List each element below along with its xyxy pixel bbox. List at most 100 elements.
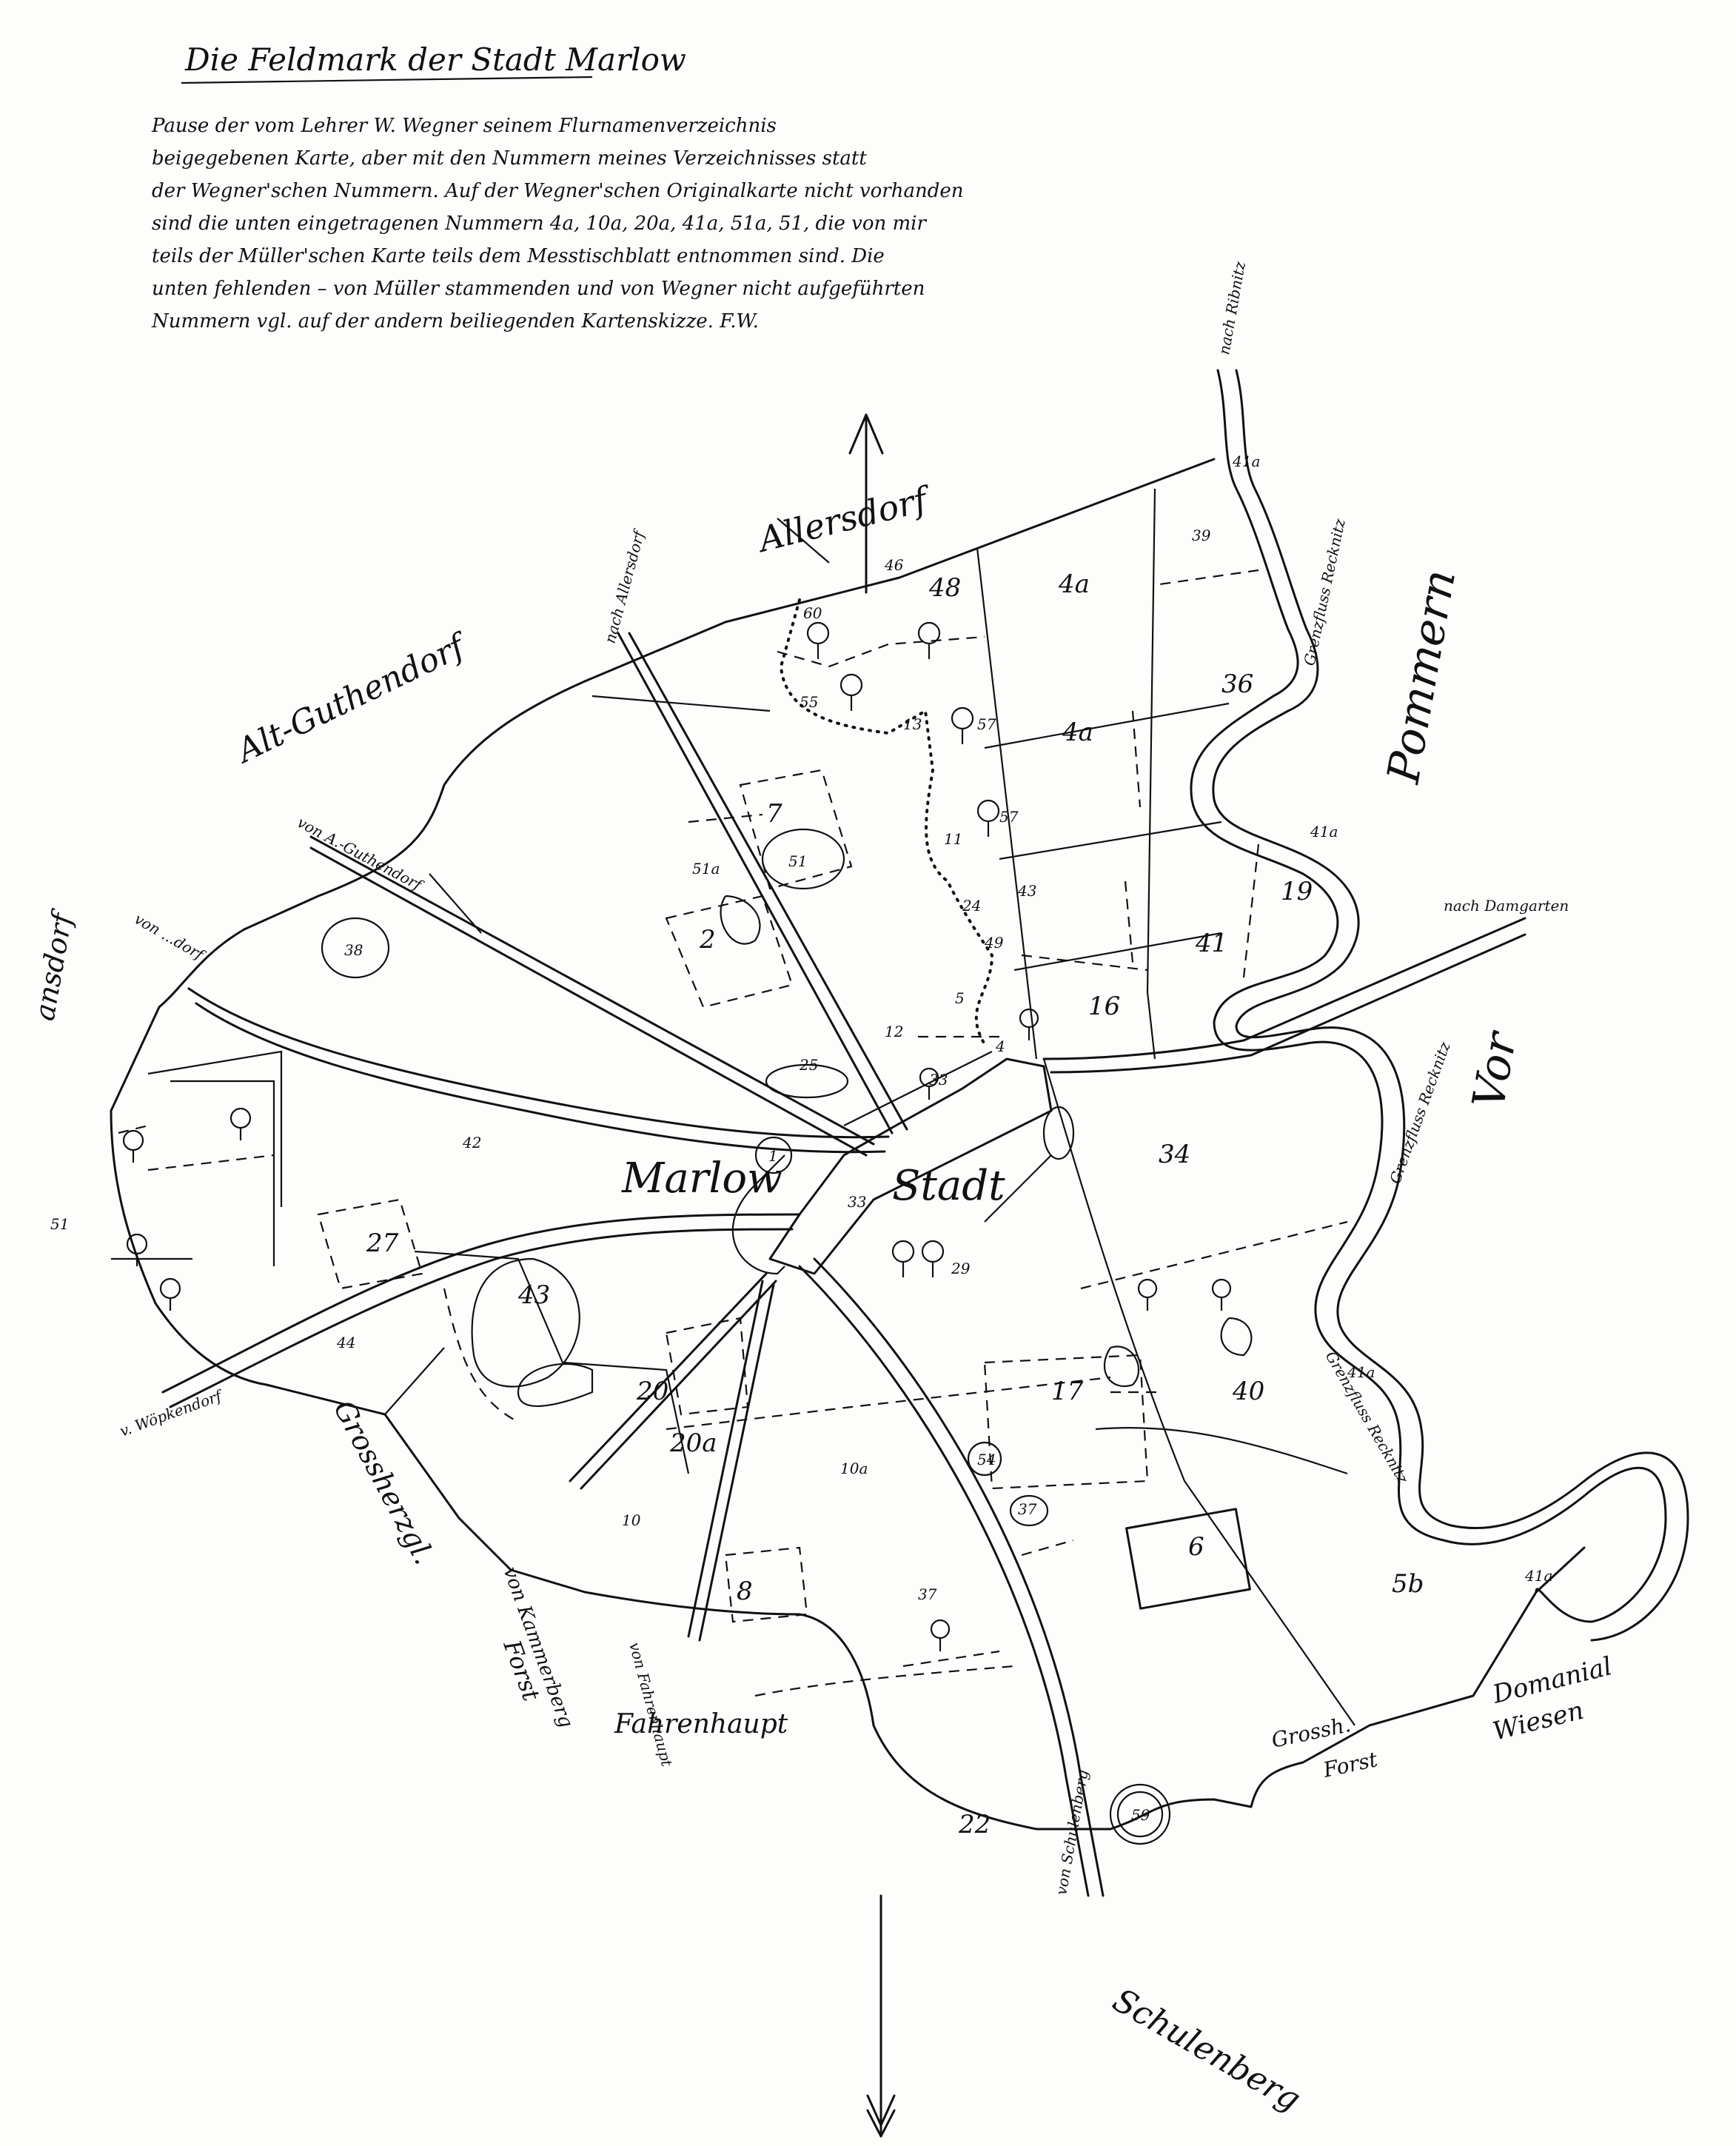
recknitz-river	[1190, 369, 1689, 1642]
field-num: 8	[737, 1577, 753, 1606]
field-num: 46	[884, 556, 904, 574]
label-marlow: Marlow	[621, 1154, 782, 1203]
field-num: 5	[955, 989, 965, 1007]
road-label-von-dorf: von ...dorf	[132, 910, 210, 965]
label-schulenberg: Schulenberg	[1107, 1981, 1307, 2119]
field-num: 33	[848, 1193, 866, 1211]
field-num: 43	[517, 1280, 550, 1310]
field-num: 41a	[1347, 1363, 1375, 1381]
town-marlow	[768, 1057, 1053, 1275]
field-numbers: 46 48 60 4a 39 41a 36 55 13 57 4a 57 7 5…	[50, 452, 1552, 1839]
south-arrow	[866, 1894, 896, 2138]
forest-plot-6	[1125, 1508, 1251, 1610]
field-num: 49	[984, 934, 1004, 952]
field-num: 4	[995, 1037, 1005, 1055]
field-num: 44	[336, 1334, 355, 1351]
field-num: 6	[1188, 1532, 1204, 1562]
field-num: 24	[962, 897, 981, 915]
place-labels: Allersdorf Alt-Guthendorf Marlow Stadt P…	[28, 478, 1615, 2119]
label-dorf-left: ansdorf	[28, 906, 80, 1023]
label-vor: Vor	[1463, 1026, 1527, 1112]
field-num: 29	[951, 1260, 971, 1277]
field-num: 40	[1232, 1377, 1264, 1406]
note-line-7: Nummern vgl. auf der andern beiliegenden…	[151, 310, 759, 332]
field-num: 39	[1192, 527, 1211, 544]
map-heading: Die Feldmark der Stadt Marlow Pause der …	[151, 41, 964, 332]
field-num: 7	[766, 799, 782, 829]
field-num: 41	[1195, 929, 1227, 958]
field-num: 1	[768, 1147, 778, 1165]
label-grenzfluss-2: Grenzfluss Recknitz	[1386, 1039, 1454, 1186]
label-fahrenhaupt: Fahrenhaupt	[614, 1709, 788, 1739]
field-num: 4a	[1062, 718, 1093, 747]
road-label-a-guthendorf: von A.-Guthendorf	[295, 813, 427, 895]
label-stadt: Stadt	[892, 1162, 1005, 1210]
north-arrow	[848, 413, 884, 594]
field-num: 59	[1131, 1806, 1150, 1824]
field-num: 4a	[1058, 569, 1090, 599]
field-num: 20a	[669, 1428, 717, 1458]
field-num: 10	[622, 1511, 641, 1529]
field-num: 37	[918, 1585, 937, 1603]
field-num: 43	[1017, 882, 1036, 900]
note-line-2: beigegebenen Karte, aber mit den Nummern…	[152, 147, 867, 170]
road-label-damgarten: nach Damgarten	[1444, 897, 1569, 915]
field-num: 51	[788, 852, 807, 870]
label-grenzfluss-1: Grenzfluss Recknitz	[1300, 517, 1349, 667]
field-num: 51	[50, 1215, 69, 1233]
field-num: 27	[366, 1229, 399, 1258]
label-grossh: Grossh.	[1270, 1712, 1353, 1753]
field-num: 36	[1221, 669, 1253, 699]
field-num: 25	[799, 1056, 818, 1074]
note-line-6: unten fehlenden – von Müller stammenden …	[152, 278, 925, 300]
field-num: 48	[928, 573, 961, 603]
road-label-woepkendorf: v. Wöpkendorf	[118, 1386, 227, 1440]
note-line-5: teils der Müller'schen Karte teils dem M…	[152, 245, 885, 267]
title-underline	[181, 76, 593, 84]
label-allersdorf: Allersdorf	[752, 478, 936, 561]
label-alt-guthendorf: Alt-Guthendorf	[229, 626, 475, 772]
label-pommern: Pommern	[1378, 566, 1467, 787]
tree-symbols	[122, 621, 1232, 1651]
label-grossherzgl: Grossherzgl.	[327, 1395, 440, 1570]
field-num: 34	[1159, 1140, 1190, 1169]
field-num: 20	[636, 1377, 668, 1406]
road-label-ribnitz: nach Ribnitz	[1215, 260, 1249, 356]
dashed-parcels	[118, 569, 1348, 1697]
field-num: 13	[903, 715, 922, 733]
note-line-3: der Wegner'schen Nummern. Auf der Wegner…	[152, 180, 964, 202]
field-num: 2	[699, 925, 716, 955]
field-num: 41a	[1310, 823, 1338, 840]
field-num: 10a	[840, 1460, 868, 1477]
field-num: 54	[977, 1451, 996, 1468]
field-num: 19	[1281, 877, 1313, 906]
label-domanial: Domanial	[1489, 1651, 1615, 1710]
note-line-1: Pause der vom Lehrer W. Wegner seinem Fl…	[151, 115, 777, 137]
road-label-allersdorf: nach Allersdorf	[601, 527, 649, 645]
field-num: 41a	[1232, 452, 1260, 470]
field-num: 41a	[1524, 1567, 1552, 1585]
road-label-fahrenhaupt: von Fahrenhaupt	[626, 1640, 676, 1769]
field-num: 17	[1051, 1377, 1084, 1406]
field-num: 57	[999, 808, 1019, 826]
roads	[161, 632, 1526, 1897]
field-num: 57	[977, 715, 996, 733]
field-num: 37	[1018, 1500, 1037, 1518]
field-num: 5b	[1392, 1569, 1424, 1599]
field-num: 33	[929, 1071, 948, 1089]
field-num: 12	[885, 1023, 903, 1040]
field-num: 60	[803, 604, 822, 622]
field-num: 16	[1088, 992, 1120, 1021]
field-num: 38	[344, 941, 363, 959]
field-num: 22	[958, 1810, 991, 1839]
field-num: 55	[800, 693, 818, 711]
field-lines	[111, 488, 1355, 1726]
field-num: 11	[944, 830, 962, 848]
field-num: 42	[462, 1134, 481, 1151]
field-num: 51a	[692, 860, 720, 878]
label-forst-east: Forst	[1321, 1747, 1381, 1782]
note-line-4: sind die unten eingetragenen Nummern 4a,…	[152, 213, 927, 235]
ponds	[321, 828, 1253, 1845]
